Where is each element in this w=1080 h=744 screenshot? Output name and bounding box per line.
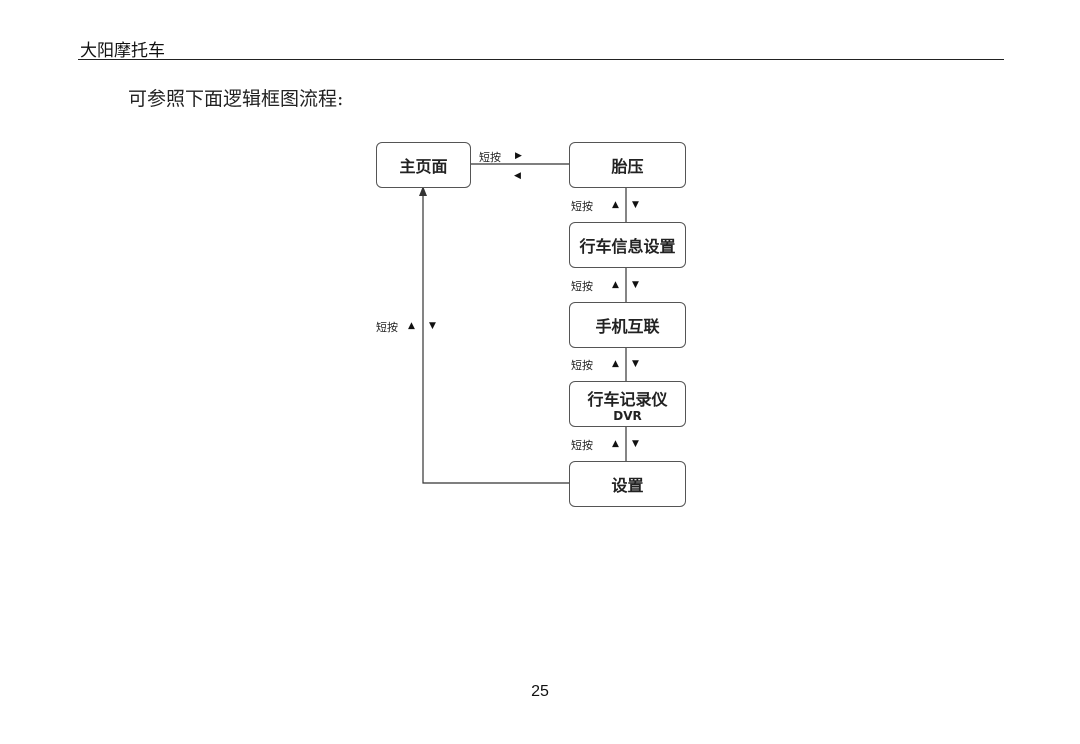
node-home: 主页面 <box>376 142 471 188</box>
label-tire-ride: 短按 <box>571 200 593 213</box>
arrow-up-icon: ▲ <box>408 321 415 331</box>
node-dashcam-sub: DVR <box>613 408 642 423</box>
arrow-up-icon: ▲ <box>612 439 619 449</box>
arrow-left-icon: ◀ <box>514 171 521 181</box>
label-phone-dvr: 短按 <box>571 359 593 372</box>
node-phone-link: 手机互联 <box>569 302 686 348</box>
node-ride-info-settings-label: 行车信息设置 <box>579 237 676 256</box>
node-ride-info-settings: 行车信息设置 <box>569 222 686 268</box>
intro-text: 可参照下面逻辑框图流程: <box>128 88 344 110</box>
arrow-down-icon: ▼ <box>632 280 639 290</box>
node-dashcam: 行车记录仪 DVR <box>569 381 686 427</box>
label-settings-home: 短按 <box>376 321 398 334</box>
node-dashcam-label: 行车记录仪 <box>587 389 668 409</box>
arrow-right-icon: ▶ <box>515 151 522 161</box>
node-phone-link-label: 手机互联 <box>595 317 660 336</box>
label-ride-phone: 短按 <box>571 280 593 293</box>
header-title: 大阳摩托车 <box>80 41 165 61</box>
arrowhead-home-icon <box>419 186 427 196</box>
node-tire-pressure-label: 胎压 <box>611 157 644 176</box>
arrow-down-icon: ▼ <box>632 439 639 449</box>
arrow-down-icon: ▼ <box>632 200 639 210</box>
arrow-up-icon: ▲ <box>612 280 619 290</box>
node-home-label: 主页面 <box>399 157 448 176</box>
node-tire-pressure: 胎压 <box>569 142 686 188</box>
connector-settings-home <box>422 188 570 484</box>
label-dvr-settings: 短按 <box>571 439 593 452</box>
label-home-tire: 短按 <box>479 151 501 164</box>
arrow-down-icon: ▼ <box>632 359 639 369</box>
node-settings-label: 设置 <box>611 476 644 495</box>
arrow-up-icon: ▲ <box>612 200 619 210</box>
header-rule <box>78 59 1004 60</box>
page-number: 25 <box>531 683 549 700</box>
arrow-up-icon: ▲ <box>612 359 619 369</box>
node-settings: 设置 <box>569 461 686 507</box>
arrow-down-icon: ▼ <box>429 321 436 331</box>
